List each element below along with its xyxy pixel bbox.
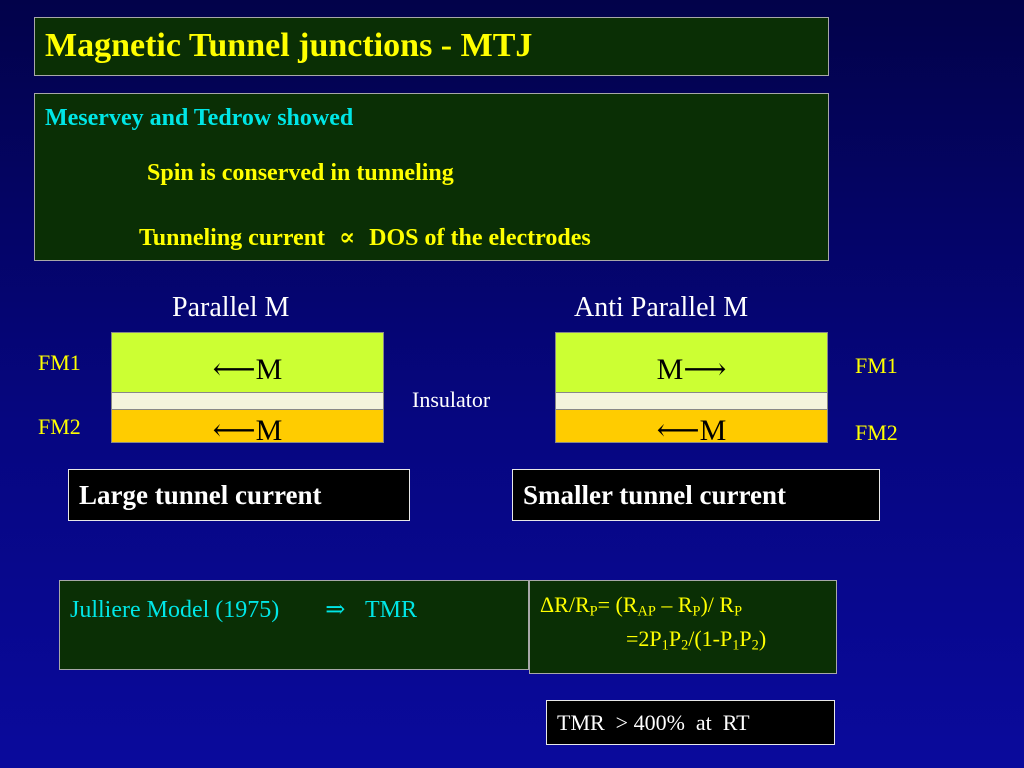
antiparallel-title: Anti Parallel M bbox=[574, 292, 749, 323]
antiparallel-insulator-layer bbox=[555, 392, 828, 410]
parallel-fm1-label: FM1 bbox=[38, 350, 81, 375]
formula-p: P bbox=[668, 626, 682, 651]
formula-sub-2: 2 bbox=[681, 637, 689, 654]
julliere-label: Julliere Model (1975) bbox=[70, 597, 280, 623]
large-current-box: Large tunnel current bbox=[68, 469, 410, 521]
formula-r: R bbox=[574, 592, 590, 617]
tmr-note: TMR > 400% at RT bbox=[557, 710, 750, 735]
formula-sub-p: P bbox=[589, 603, 598, 620]
parallel-title: Parallel M bbox=[172, 292, 290, 323]
intro-box: Meservey and Tedrow showed Spin is conse… bbox=[34, 93, 829, 261]
smaller-current-text: Smaller tunnel current bbox=[523, 480, 786, 510]
intro-line-1: Meservey and Tedrow showed bbox=[45, 105, 354, 131]
intro-line-3: Tunneling current ∝ DOS of the electrode… bbox=[139, 222, 591, 252]
antiparallel-bottom-magnetization: ⟵M bbox=[656, 414, 727, 447]
antiparallel-fm1-layer: M⟶ bbox=[555, 332, 828, 393]
formula-sub-p: P bbox=[692, 603, 701, 620]
intro-line-2: Spin is conserved in tunneling bbox=[147, 160, 454, 186]
tunneling-current-text: Tunneling current bbox=[139, 225, 326, 251]
formula-close-slash: )/ bbox=[700, 592, 720, 617]
formula-sub-1: 1 bbox=[732, 637, 740, 654]
formula-close: ) bbox=[758, 626, 767, 651]
formula-dash: – bbox=[655, 592, 678, 617]
formula-r: R bbox=[719, 592, 735, 617]
parallel-fm2-layer: ⟵M bbox=[111, 409, 384, 447]
formula-box: ΔR/RP= (RAP – RP)/ RP =2P1P2/(1-P1P2) bbox=[529, 580, 837, 674]
formula-sub-p: P bbox=[734, 603, 743, 620]
julliere-box: Julliere Model (1975) ⇒ TMR bbox=[59, 580, 529, 670]
formula-r: R bbox=[677, 592, 693, 617]
julliere-tmr: TMR bbox=[364, 597, 417, 623]
parallel-fm1-layer: ⟵M bbox=[111, 332, 384, 393]
formula-a: A bbox=[637, 603, 648, 620]
dos-text: DOS of the electrodes bbox=[369, 225, 591, 251]
page-title: Magnetic Tunnel junctions - MTJ bbox=[45, 27, 533, 64]
formula-slash: / bbox=[568, 592, 575, 617]
formula-sub-ap: AP bbox=[638, 604, 656, 620]
antiparallel-fm2-layer: ⟵M bbox=[555, 409, 828, 447]
antiparallel-fm1-label: FM1 bbox=[855, 353, 898, 378]
implies-icon: ⇒ bbox=[325, 597, 346, 623]
title-box: Magnetic Tunnel junctions - MTJ bbox=[34, 17, 829, 76]
antiparallel-fm2-label: FM2 bbox=[855, 420, 898, 445]
parallel-bottom-magnetization: ⟵M bbox=[212, 414, 283, 447]
formula-r: R bbox=[554, 592, 569, 617]
formula-line-2: =2P1P2/(1-P1P2) bbox=[626, 626, 767, 654]
smaller-current-box: Smaller tunnel current bbox=[512, 469, 880, 521]
formula-line-1: ΔR/RP= (RAP – RP)/ RP bbox=[540, 592, 743, 620]
insulator-label: Insulator bbox=[412, 387, 491, 412]
formula-p: P bbox=[720, 626, 733, 651]
parallel-fm2-label: FM2 bbox=[38, 414, 81, 439]
proportional-icon: ∝ bbox=[339, 225, 356, 251]
formula-p: P bbox=[649, 626, 662, 651]
formula-eq-2: =2 bbox=[626, 626, 650, 651]
antiparallel-top-magnetization: M⟶ bbox=[656, 353, 727, 386]
parallel-insulator-layer bbox=[111, 392, 384, 410]
parallel-top-magnetization: ⟵M bbox=[212, 353, 283, 386]
formula-mid: /(1- bbox=[688, 626, 720, 651]
formula-p: P bbox=[647, 603, 656, 620]
formula-sub-2: 2 bbox=[751, 637, 759, 654]
large-current-text: Large tunnel current bbox=[79, 480, 322, 510]
formula-sub-1: 1 bbox=[661, 637, 669, 654]
formula-eq-open: = (R bbox=[597, 592, 638, 617]
julliere-line: Julliere Model (1975) ⇒ TMR bbox=[70, 595, 417, 624]
delta-symbol: Δ bbox=[540, 592, 555, 617]
tmr-note-box: TMR > 400% at RT bbox=[546, 700, 835, 745]
formula-p: P bbox=[739, 626, 752, 651]
